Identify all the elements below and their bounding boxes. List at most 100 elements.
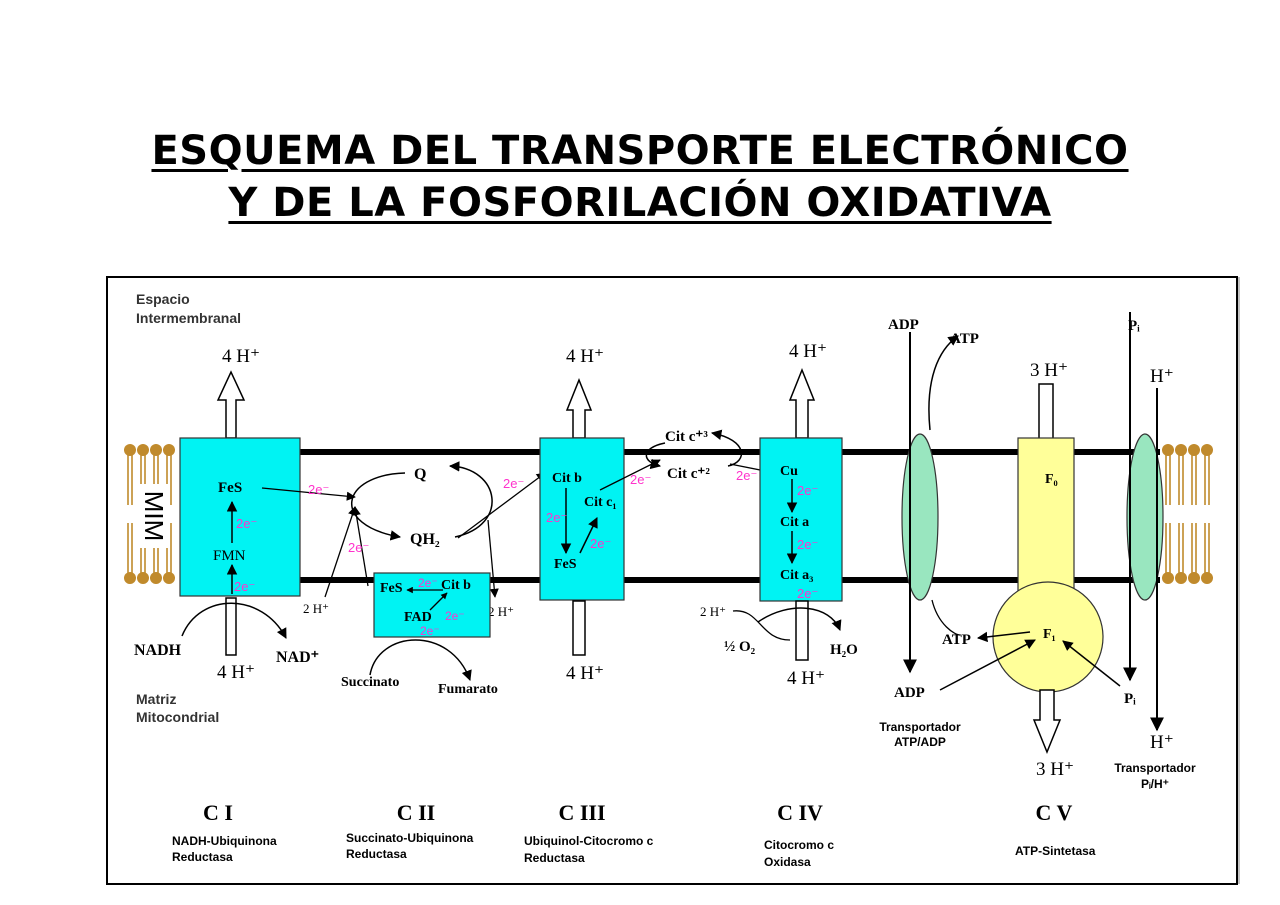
c1-fmn: FMN [213, 548, 246, 564]
q-electron-out: 2e⁻ [503, 476, 524, 491]
c4-protons-bottom: 4 H⁺ [787, 668, 825, 689]
atp-label: ATP [942, 632, 971, 648]
c5-protons-bottom: 3 H⁺ [1036, 759, 1074, 780]
title-text-2: Y DE LA FOSFORILACIÓN OXIDATIVA [228, 180, 1052, 226]
c3-protons-top: 4 H⁺ [566, 346, 604, 367]
c4-cu: Cu [780, 464, 798, 479]
c2-citb: Cit b [441, 578, 471, 593]
adp-bottom-label: ADP [894, 685, 925, 701]
label-c1-id: C I [203, 800, 233, 825]
succinato-label: Succinato [341, 675, 399, 690]
lipid-head [163, 572, 175, 584]
pi-h-transporter: Pᵢ H⁺ Pᵢ H⁺ Transportador Pᵢ/H⁺ [1114, 312, 1196, 791]
pi-top-label: Pᵢ [1128, 318, 1140, 334]
c1-protons-bottom: 4 H⁺ [217, 662, 255, 683]
proton-arrow-down-c5 [1032, 689, 1062, 754]
intermembrane-label-1: Espacio [136, 291, 190, 307]
pi-to-f1-arrow [1062, 640, 1121, 687]
pi-h-transporter-shape [1126, 433, 1164, 601]
c1-electron-out: 2e⁻ [308, 482, 329, 497]
proton-channel-c5-top [1038, 383, 1054, 440]
c3-fes: FeS [554, 557, 577, 572]
c1-fes: FeS [218, 480, 242, 496]
f1-to-atp-arrow [976, 631, 1031, 643]
label-c4-id: C IV [777, 800, 823, 825]
mim-label: MIM [139, 491, 169, 542]
lipid-bilayer-right [1162, 444, 1213, 584]
complex-5: 3 H⁺ F₀ F₁ 3 H⁺ ATP [939, 360, 1121, 780]
lipid-head [1188, 572, 1200, 584]
transportador-pi-label-2: Pᵢ/H⁺ [1141, 777, 1169, 791]
q-to-qh2-arc [351, 472, 406, 541]
proton-arrow-up-c3 [565, 377, 593, 439]
c1-protons-top: 4 H⁺ [222, 346, 260, 367]
label-c5-name-1: ATP-Sintetasa [1015, 844, 1096, 858]
proton-channel-c4 [795, 600, 809, 661]
lipid-head [150, 444, 162, 456]
qh2-label: QH₂ [410, 531, 440, 548]
label-c3-id: C III [558, 800, 605, 825]
c2-electron-2: 2e⁻ [445, 609, 465, 623]
c4-cita: Cit a [780, 515, 809, 530]
intermembrane-label-2: Intermembranal [136, 310, 241, 326]
two-h-mid: 2 H⁺ [488, 604, 514, 619]
c3-citc1: Cit c₁ [584, 495, 617, 510]
qh2-to-q-arc [448, 461, 493, 538]
c4-proton-line [732, 610, 791, 641]
label-c3-name-1: Ubiquinol-Citocromo c [524, 834, 654, 848]
c4-electron-2: 2e⁻ [797, 537, 818, 552]
complex-4-box [759, 437, 843, 602]
label-c3-name-2: Reductasa [524, 851, 585, 865]
two-h-left-arrow [324, 506, 357, 598]
complex-1-box [179, 437, 301, 597]
lipid-head [163, 444, 175, 456]
complex-4: 4 H⁺ Cu Cit a Cit a₃ 2e⁻ 2e⁻ 2e⁻ 4 H⁺ 2 … [700, 341, 858, 689]
transportador-atp-label-1: Transportador [879, 720, 961, 734]
adp-top-label: ADP [888, 317, 919, 333]
page-title-line-2: Y DE LA FOSFORILACIÓN OXIDATIVA [0, 180, 1280, 226]
cytc-left-arc [645, 442, 666, 470]
complex-2: FeS Cit b FAD 2e⁻ 2e⁻ 2e⁻ 2e⁻ Succinato … [341, 506, 498, 697]
c2-to-q-arrow [351, 506, 369, 587]
cytc-oxidized: Cit c⁺³ [665, 429, 708, 445]
c2-fad: FAD [404, 610, 432, 625]
lipid-head [1175, 444, 1187, 456]
c4-electron-1: 2e⁻ [797, 483, 818, 498]
atp-top-label: ATP [950, 331, 979, 347]
c2-fes: FeS [380, 581, 403, 596]
lipid-head [1188, 444, 1200, 456]
label-c4-name-1: Citocromo c [764, 838, 834, 852]
label-c2-id: C II [397, 800, 436, 825]
proton-arrow-up-c1 [216, 370, 246, 439]
label-c1-name-2: Reductasa [172, 850, 233, 864]
c2-electron-1: 2e⁻ [418, 576, 438, 590]
c1-electron-2: 2e⁻ [234, 579, 255, 594]
proton-channel-c1 [225, 597, 237, 656]
h2o-label: H₂O [830, 642, 858, 658]
c3-fes-to-citc1-arrow [579, 517, 598, 554]
succinate-to-fumarate-arrow [369, 639, 472, 681]
c2-electron-3: 2e⁻ [420, 624, 440, 638]
c1-to-q-arrow [261, 487, 356, 501]
proton-arrow-up-c4 [788, 367, 816, 439]
lipid-head [1175, 572, 1187, 584]
transportador-pi-label-1: Transportador [1114, 761, 1196, 775]
f1-label: F₁ [1043, 627, 1056, 642]
c2-electron-up: 2e⁻ [348, 540, 369, 555]
atp-export-arrow [928, 335, 959, 431]
two-h-left: 2 H⁺ [303, 601, 329, 616]
c2-fad-to-citb-arrow [429, 592, 448, 611]
two-h-c4: 2 H⁺ [700, 604, 726, 619]
complex-labels: C I NADH-Ubiquinona Reductasa C II Succi… [172, 800, 1096, 869]
lipid-head [137, 444, 149, 456]
nadh-to-nad-arrow [181, 602, 287, 639]
cytochrome-c: Cit c⁺³ Cit c⁺² 2e⁻ [645, 429, 781, 483]
cytc-reduced: Cit c⁺² [667, 466, 710, 482]
c3-electron-2: 2e⁻ [590, 536, 611, 551]
complex-3: 4 H⁺ Cit b Cit c₁ FeS 2e⁻ 2e⁻ 4 H⁺ 2e⁻ [539, 346, 661, 684]
o2-label: ½ O₂ [724, 639, 756, 655]
lipid-head [1162, 444, 1174, 456]
label-c1-name-1: NADH-Ubiquinona [172, 834, 277, 848]
o2-to-h2o-arrow [757, 607, 842, 631]
